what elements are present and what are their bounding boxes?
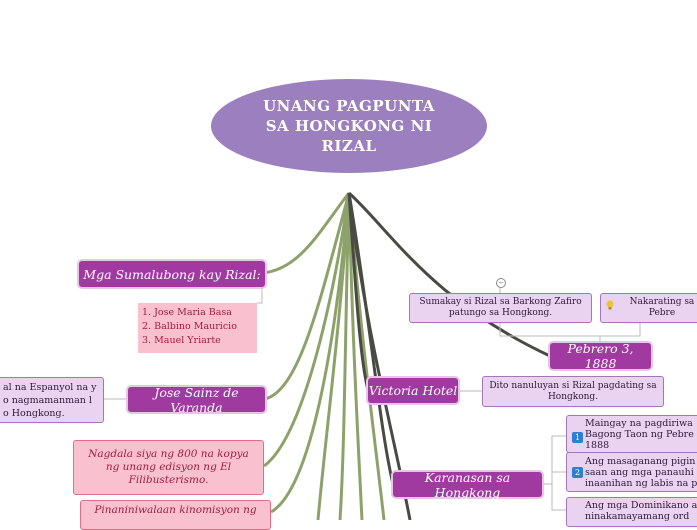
branch-karanasan[interactable]: Karanasan sa Hongkong [393, 469, 542, 500]
thin-pebrero-1 [499, 323, 601, 343]
root-topic[interactable]: UNANG PAGPUNTA SA HONGKONG NI RIZAL [211, 79, 487, 173]
karanasan-note-1[interactable]: 1 Maingay na pagdiriwa Bagong Taon ng Pe… [566, 415, 697, 453]
karanasan-note-1-text: Maingay na pagdiriwa Bagong Taon ng Pebr… [585, 417, 694, 451]
connector-pebrero [347, 191, 551, 358]
sumalubong-list[interactable]: 1. Jose Maria Basa 2. Balbino Mauricio 3… [138, 303, 257, 353]
root-title: UNANG PAGPUNTA SA HONGKONG NI RIZAL [263, 97, 435, 155]
karanasan-note-2[interactable]: 2 Ang masaganang pigin saan ang mga pana… [566, 452, 697, 492]
branch-pebrero-label: Pebrero 3, 1888 [567, 341, 634, 371]
pebrero-note-2[interactable]: Nakarating sa Pebre [600, 293, 697, 323]
victoria-note[interactable]: Dito nanuluyan si Rizal pagdating sa Hon… [482, 376, 664, 407]
connector-pink1 [263, 192, 351, 468]
branch-sumalubong-label: Mga Sumalubong kay Rizal: [83, 266, 261, 282]
connector-victoria [347, 192, 370, 391]
pink-note-1-text: Nagdala siya ng 800 na kopya ng unang ed… [88, 448, 249, 486]
branch-victoria[interactable]: Victoria Hotel [368, 378, 458, 403]
victoria-note-text: Dito nanuluyan si Rizal pagdating sa Hon… [489, 380, 657, 402]
karanasan-note-3[interactable]: Ang mga Dominikano a ninakamayamang ord [566, 497, 697, 527]
branch-pebrero[interactable]: Pebrero 3, 1888 [550, 341, 651, 371]
list-item: 3. Mauel Yriarte [142, 335, 221, 346]
branch-sainz-label: Jose Sainz de Varanda [154, 384, 239, 415]
connector-down1 [338, 192, 351, 520]
pebrero-note-2-text: Nakarating sa Pebre [629, 297, 695, 318]
branch-sumalubong[interactable]: Mga Sumalubong kay Rizal: [79, 261, 265, 287]
connector-sainz [264, 192, 351, 401]
branch-karanasan-label: Karanasan sa Hongkong [424, 469, 511, 500]
thin-karanasan [542, 435, 566, 511]
number-badge-icon: 2 [572, 467, 583, 478]
karanasan-note-2-text: Ang masaganang pigin saan ang mga panauh… [585, 455, 697, 489]
number-badge-icon: 1 [572, 432, 583, 443]
connector-down2 [347, 192, 364, 520]
pink-note-2[interactable]: Pinaniniwalaan kinomisyon ng [80, 500, 271, 530]
karanasan-note-3-text: Ang mga Dominikano a ninakamayamang ord [585, 500, 697, 522]
lightbulb-icon [606, 300, 614, 310]
connector-down4 [316, 192, 351, 520]
branch-sainz[interactable]: Jose Sainz de Varanda [128, 384, 265, 415]
list-item: 2. Balbino Mauricio [142, 321, 237, 332]
sainz-note-text: al na Espanyol na y o nagmamanman l o Ho… [3, 381, 97, 419]
pebrero-note-1-text: Sumakay si Rizal sa Barkong Zafiro patun… [419, 297, 582, 318]
branch-victoria-label: Victoria Hotel [368, 383, 458, 398]
thin-sumalubong-list [257, 289, 263, 304]
pink-note-2-text: Pinaniniwalaan kinomisyon ng [94, 504, 257, 516]
collapse-toggle-icon[interactable]: − [496, 278, 506, 288]
connector-sumalubong [261, 192, 351, 275]
pebrero-note-1[interactable]: Sumakay si Rizal sa Barkong Zafiro patun… [409, 293, 592, 323]
list-item: 1. Jose Maria Basa [142, 307, 232, 318]
thin-pebrero-2 [600, 323, 641, 337]
pink-note-1[interactable]: Nagdala siya ng 800 na kopya ng unang ed… [73, 440, 264, 495]
sainz-note[interactable]: al na Espanyol na y o nagmamanman l o Ho… [0, 377, 104, 423]
connector-pink2 [270, 192, 351, 514]
